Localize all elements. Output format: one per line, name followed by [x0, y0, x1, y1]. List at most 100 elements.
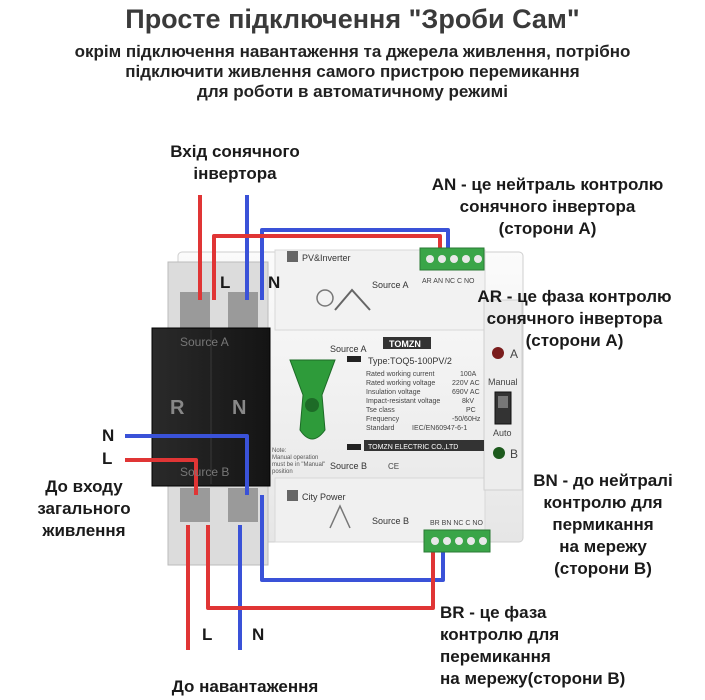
brand-text: TOMZN — [389, 339, 421, 349]
terminal-screws-a — [426, 255, 482, 263]
spec-name: Frequency — [366, 416, 400, 423]
pv-badge — [287, 251, 298, 262]
br-label: BR - це фаза контролю для перемикання на… — [440, 602, 695, 690]
mode-switch-knob — [498, 396, 508, 408]
label-line: на мережу(сторони В) — [440, 669, 626, 688]
wire-grid-phase — [125, 458, 198, 495]
label-line: Вхід сонячного — [170, 142, 300, 161]
spec-name: Impact-resistant voltage — [366, 398, 440, 405]
note-text: Note: — [272, 448, 287, 454]
city-power-text: City Power — [302, 492, 346, 502]
label-line: живлення — [42, 521, 126, 540]
spec-name: Insulation voltage — [366, 389, 421, 396]
spec-list: Rated working current 100A Rated working… — [366, 371, 481, 432]
subtitle-line: для роботи в автоматичному режимі — [197, 82, 508, 101]
spec-value: 8kV — [462, 398, 474, 405]
breaker-r-text: R — [170, 397, 185, 419]
indicator-led-a — [492, 347, 504, 359]
pylon-icon — [329, 504, 351, 529]
solar-input-label: Вхід сонячного інвертора — [140, 141, 330, 185]
grid-input-label: До входу загального живлення — [14, 476, 154, 542]
label-line: BN - до нейтралі — [533, 471, 673, 490]
wire-letter-l: L — [102, 449, 113, 468]
subtitle: окрім підключення навантаження та джерел… — [0, 42, 705, 102]
handle-pivot — [305, 398, 319, 412]
type-text: Type:TOQ5-100PV/2 — [368, 356, 452, 366]
wire-ar-phase — [212, 234, 442, 300]
auto-text: Auto — [493, 428, 512, 438]
spec-name: Tse class — [366, 407, 395, 414]
label-line: на мережу — [559, 537, 647, 556]
brand-badge — [383, 337, 431, 349]
label-line: (сторони В) — [554, 559, 652, 578]
spec-name: Rated working current — [366, 371, 435, 378]
wire-letter-n: N — [268, 273, 281, 292]
label-line: BR - це фаза — [440, 603, 547, 622]
indicator-led-b — [493, 447, 505, 459]
spec-name: Rated working voltage — [366, 380, 435, 387]
spec-name: Standard — [366, 425, 395, 432]
top-terminal-screw — [180, 292, 210, 328]
note-text: position — [272, 469, 293, 475]
label-line: сонячного інвертора — [486, 309, 663, 328]
wire-an-neutral — [260, 228, 450, 300]
sun-icon — [316, 289, 334, 307]
label-line: (сторони А) — [498, 219, 597, 238]
label-line: (сторони А) — [525, 331, 624, 350]
breaker-source-a-text: Source A — [180, 335, 229, 349]
label-line: інвертора — [193, 164, 277, 183]
spec-value: 690V AC — [452, 389, 480, 396]
company-text: TOMZN ELECTRIC CO.,LTD — [368, 444, 458, 451]
city-badge — [287, 490, 298, 501]
indicator-b-text: B — [510, 447, 518, 461]
label-line: пермикання — [552, 515, 654, 534]
wire-letter-n: N — [102, 426, 115, 445]
breaker-source-b-text: Source B — [180, 465, 229, 479]
indicator-bar-b — [347, 444, 361, 450]
indicator-bar-a — [347, 356, 361, 362]
load-label: До навантаження — [171, 677, 319, 696]
an-label: AN - це нейтраль контролю сонячного інве… — [400, 174, 695, 240]
spec-value: IEC/EN60947-6-1 — [412, 425, 467, 432]
breaker-n-text: N — [232, 397, 246, 419]
wire-br-phase — [206, 525, 435, 610]
wire-bn-neutral — [260, 495, 445, 582]
source-b-bottom-text: Source B — [372, 516, 409, 526]
ar-label: AR - це фаза контролю сонячного інвертор… — [452, 286, 697, 352]
label-line: контролю для — [543, 493, 663, 512]
label-line: До входу — [45, 477, 123, 496]
source-b-mid-text: Source B — [330, 461, 367, 471]
pv-inverter-text: PV&Inverter — [302, 253, 351, 263]
label-line: перемикання — [440, 647, 551, 666]
spec-value: PC — [466, 407, 476, 414]
house-icon — [334, 288, 371, 311]
wire-letter-n: N — [252, 625, 265, 644]
terminal-b-labels: BR BN NC C NO — [430, 520, 483, 527]
subtitle-line: підключити живлення самого пристрою пере… — [125, 62, 580, 81]
label-line: контролю для — [440, 625, 560, 644]
ce-mark: CE — [388, 462, 399, 471]
indicator-a-text: A — [510, 347, 518, 361]
note-text: must be in "Manual" — [272, 462, 325, 468]
wire-grid-neutral — [125, 434, 249, 495]
manual-text: Manual — [488, 377, 518, 387]
label-line: загального — [37, 499, 131, 518]
wires — [125, 195, 450, 650]
bn-label: BN - до нейтралі контролю для пермикання… — [508, 470, 698, 580]
spec-value: 100A — [460, 371, 477, 378]
spec-value: 220V AC — [452, 380, 480, 387]
label-line: AN - це нейтраль контролю — [431, 175, 664, 194]
source-a-top-text: Source A — [372, 280, 409, 290]
subtitle-line: окрім підключення навантаження та джерел… — [74, 42, 631, 61]
spec-value: -50/60Hz — [452, 416, 481, 423]
company-strip — [364, 440, 484, 451]
bottom-terminal-screw — [228, 488, 258, 522]
terminal-a-labels: AR AN NC C NO — [422, 278, 475, 285]
note-text: Manual operation — [272, 455, 318, 461]
label-line: AR - це фаза контролю — [477, 287, 672, 306]
top-terminal-screw — [228, 292, 258, 328]
wire-letter-l: L — [220, 273, 231, 292]
wire-letter-l: L — [202, 625, 213, 644]
page-title: Просте підключення "Зроби Сам" — [125, 4, 580, 34]
